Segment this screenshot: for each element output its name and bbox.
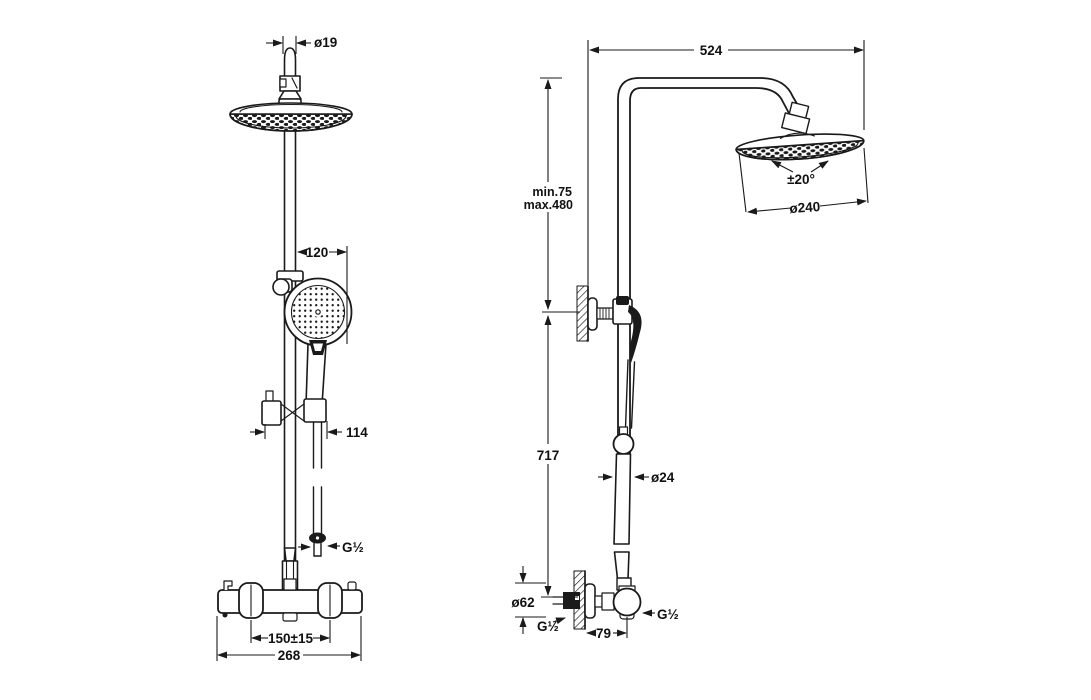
dim-reach: 524 — [587, 40, 865, 285]
dim-outlet-thread: G½ — [642, 607, 679, 622]
dim-label: ø19 — [314, 35, 337, 50]
dim-hose-thread: G½ — [298, 540, 364, 555]
dim-height-chain: min.75 max.480 717 — [524, 77, 580, 598]
dim-inlet-centers: 150±15 — [250, 620, 331, 646]
dim-riser-pipe-dia: ø24 — [598, 470, 675, 485]
dim-wall-to-axis: 79 — [586, 617, 628, 641]
front-view-dimensions: ø19 120 114 G½ 150±15 — [216, 35, 368, 663]
hand-shower-side — [624, 305, 642, 429]
wall-supply-side — [552, 570, 615, 630]
dim-label-717: 717 — [537, 448, 560, 463]
side-view — [552, 77, 865, 630]
dim-label: ø240 — [789, 199, 821, 216]
dim-label: 114 — [346, 425, 368, 440]
head-joint-side — [781, 101, 811, 135]
riser-and-arm-side — [617, 77, 803, 471]
dim-label: G½ — [342, 540, 364, 555]
dim-label: G½ — [657, 607, 679, 622]
dim-valve-width: 268 — [216, 616, 362, 663]
dim-flange-dia: ø62 — [511, 566, 546, 634]
dim-head-swivel: ±20° — [771, 160, 829, 187]
dim-pipe-to-handshower: 120 — [297, 245, 348, 344]
lower-tube-side — [613, 453, 632, 591]
thermostatic-valve-front — [217, 578, 363, 622]
overhead-shower-side — [735, 132, 865, 161]
overhead-shower-front — [229, 102, 353, 132]
side-view-dimensions: 524 min.75 max.480 717 ±20° ø240 — [511, 40, 869, 641]
wall-bracket-side — [576, 285, 633, 342]
head-ball-joint — [278, 75, 302, 106]
dim-bracket-width: 114 — [250, 421, 368, 440]
dim-label: ø62 — [511, 595, 534, 610]
slider-bracket-front — [261, 390, 327, 426]
dim-supply-thread: G½ — [537, 617, 566, 634]
dim-label: G½ — [537, 619, 559, 634]
dim-head-pipe-dia: ø19 — [266, 35, 337, 54]
dim-label: ±20° — [787, 172, 815, 187]
front-view — [217, 47, 363, 622]
dim-head-dia: ø240 — [738, 147, 869, 216]
dim-label: 120 — [306, 245, 329, 260]
dim-label: 268 — [278, 648, 301, 663]
dim-label: 150±15 — [268, 631, 313, 646]
thermostatic-valve-side — [612, 585, 642, 620]
shower-hose-front — [309, 421, 326, 557]
dim-label: 79 — [596, 626, 611, 641]
dim-label: ø24 — [651, 470, 675, 485]
dim-label: 524 — [700, 43, 723, 58]
handshower-holder-front — [272, 270, 304, 296]
dim-label-max: max.480 — [524, 198, 573, 212]
hand-shower-front — [283, 277, 353, 355]
dim-label-min: min.75 — [532, 185, 572, 199]
